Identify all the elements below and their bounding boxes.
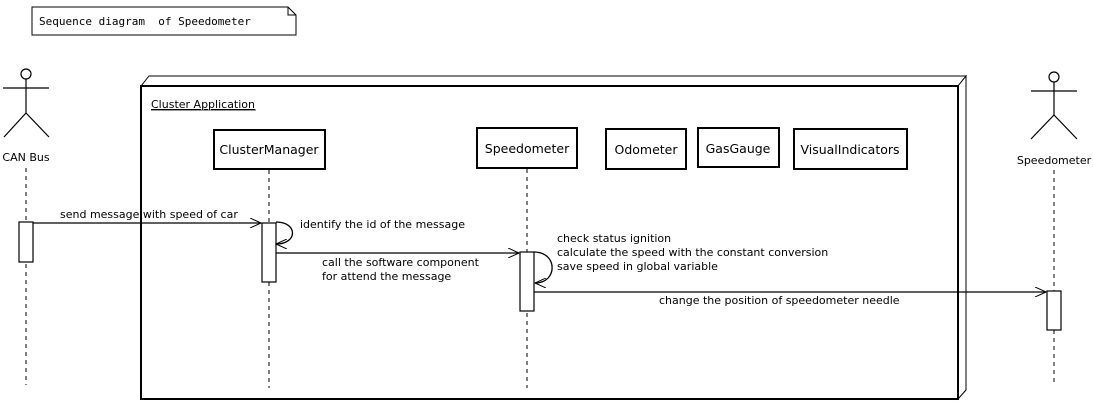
message-label-change-needle: change the position of speedometer needl…: [659, 294, 900, 307]
activation-can-bus: [18, 221, 34, 263]
message-label-send: send message with speed of car: [60, 208, 238, 221]
component-label-visual-indicators: VisualIndicators: [800, 142, 899, 157]
actor-head: [1048, 71, 1060, 83]
message-label-call-line2: for attend the message: [322, 270, 451, 283]
self-message-label-line1: check status ignition: [557, 232, 671, 245]
component-speedometer: Speedometer: [476, 127, 578, 388]
message-label-call-line1: call the software component: [322, 256, 480, 269]
component-visual-indicators: VisualIndicators: [793, 128, 908, 170]
actor-can-bus: CAN Bus: [2, 68, 50, 385]
self-message-arrow-speed-calc: [533, 251, 553, 283]
component-label-odometer: Odometer: [614, 142, 678, 157]
diagram-title: Sequence diagram of Speedometer: [39, 15, 251, 28]
activation-speedometer: [519, 251, 535, 312]
component-label-gas-gauge: GasGauge: [706, 141, 771, 156]
actor-speedometer: Speedometer: [1017, 71, 1092, 385]
actor-label-can-bus: CAN Bus: [2, 151, 49, 164]
component-label-cluster-manager: ClusterManager: [219, 142, 319, 157]
title-note: Sequence diagram of Speedometer: [31, 6, 297, 36]
activation-speedometer-actor: [1046, 290, 1062, 331]
self-message-label-identify: identify the id of the message: [300, 218, 465, 231]
self-message-label-line3: save speed in global variable: [557, 260, 718, 273]
component-cluster-manager: ClusterManager: [213, 129, 326, 388]
component-odometer: Odometer: [605, 128, 687, 170]
component-gas-gauge: GasGauge: [697, 127, 780, 168]
frame-label: Cluster Application: [151, 98, 255, 111]
actor-head: [20, 68, 32, 80]
self-message-arrow-identify: [276, 221, 293, 244]
actor-label-speedometer: Speedometer: [1017, 154, 1092, 167]
self-message-label-line2: calculate the speed with the constant co…: [557, 246, 828, 259]
activation-cluster-manager: [261, 222, 277, 283]
component-label-speedometer: Speedometer: [485, 141, 570, 156]
